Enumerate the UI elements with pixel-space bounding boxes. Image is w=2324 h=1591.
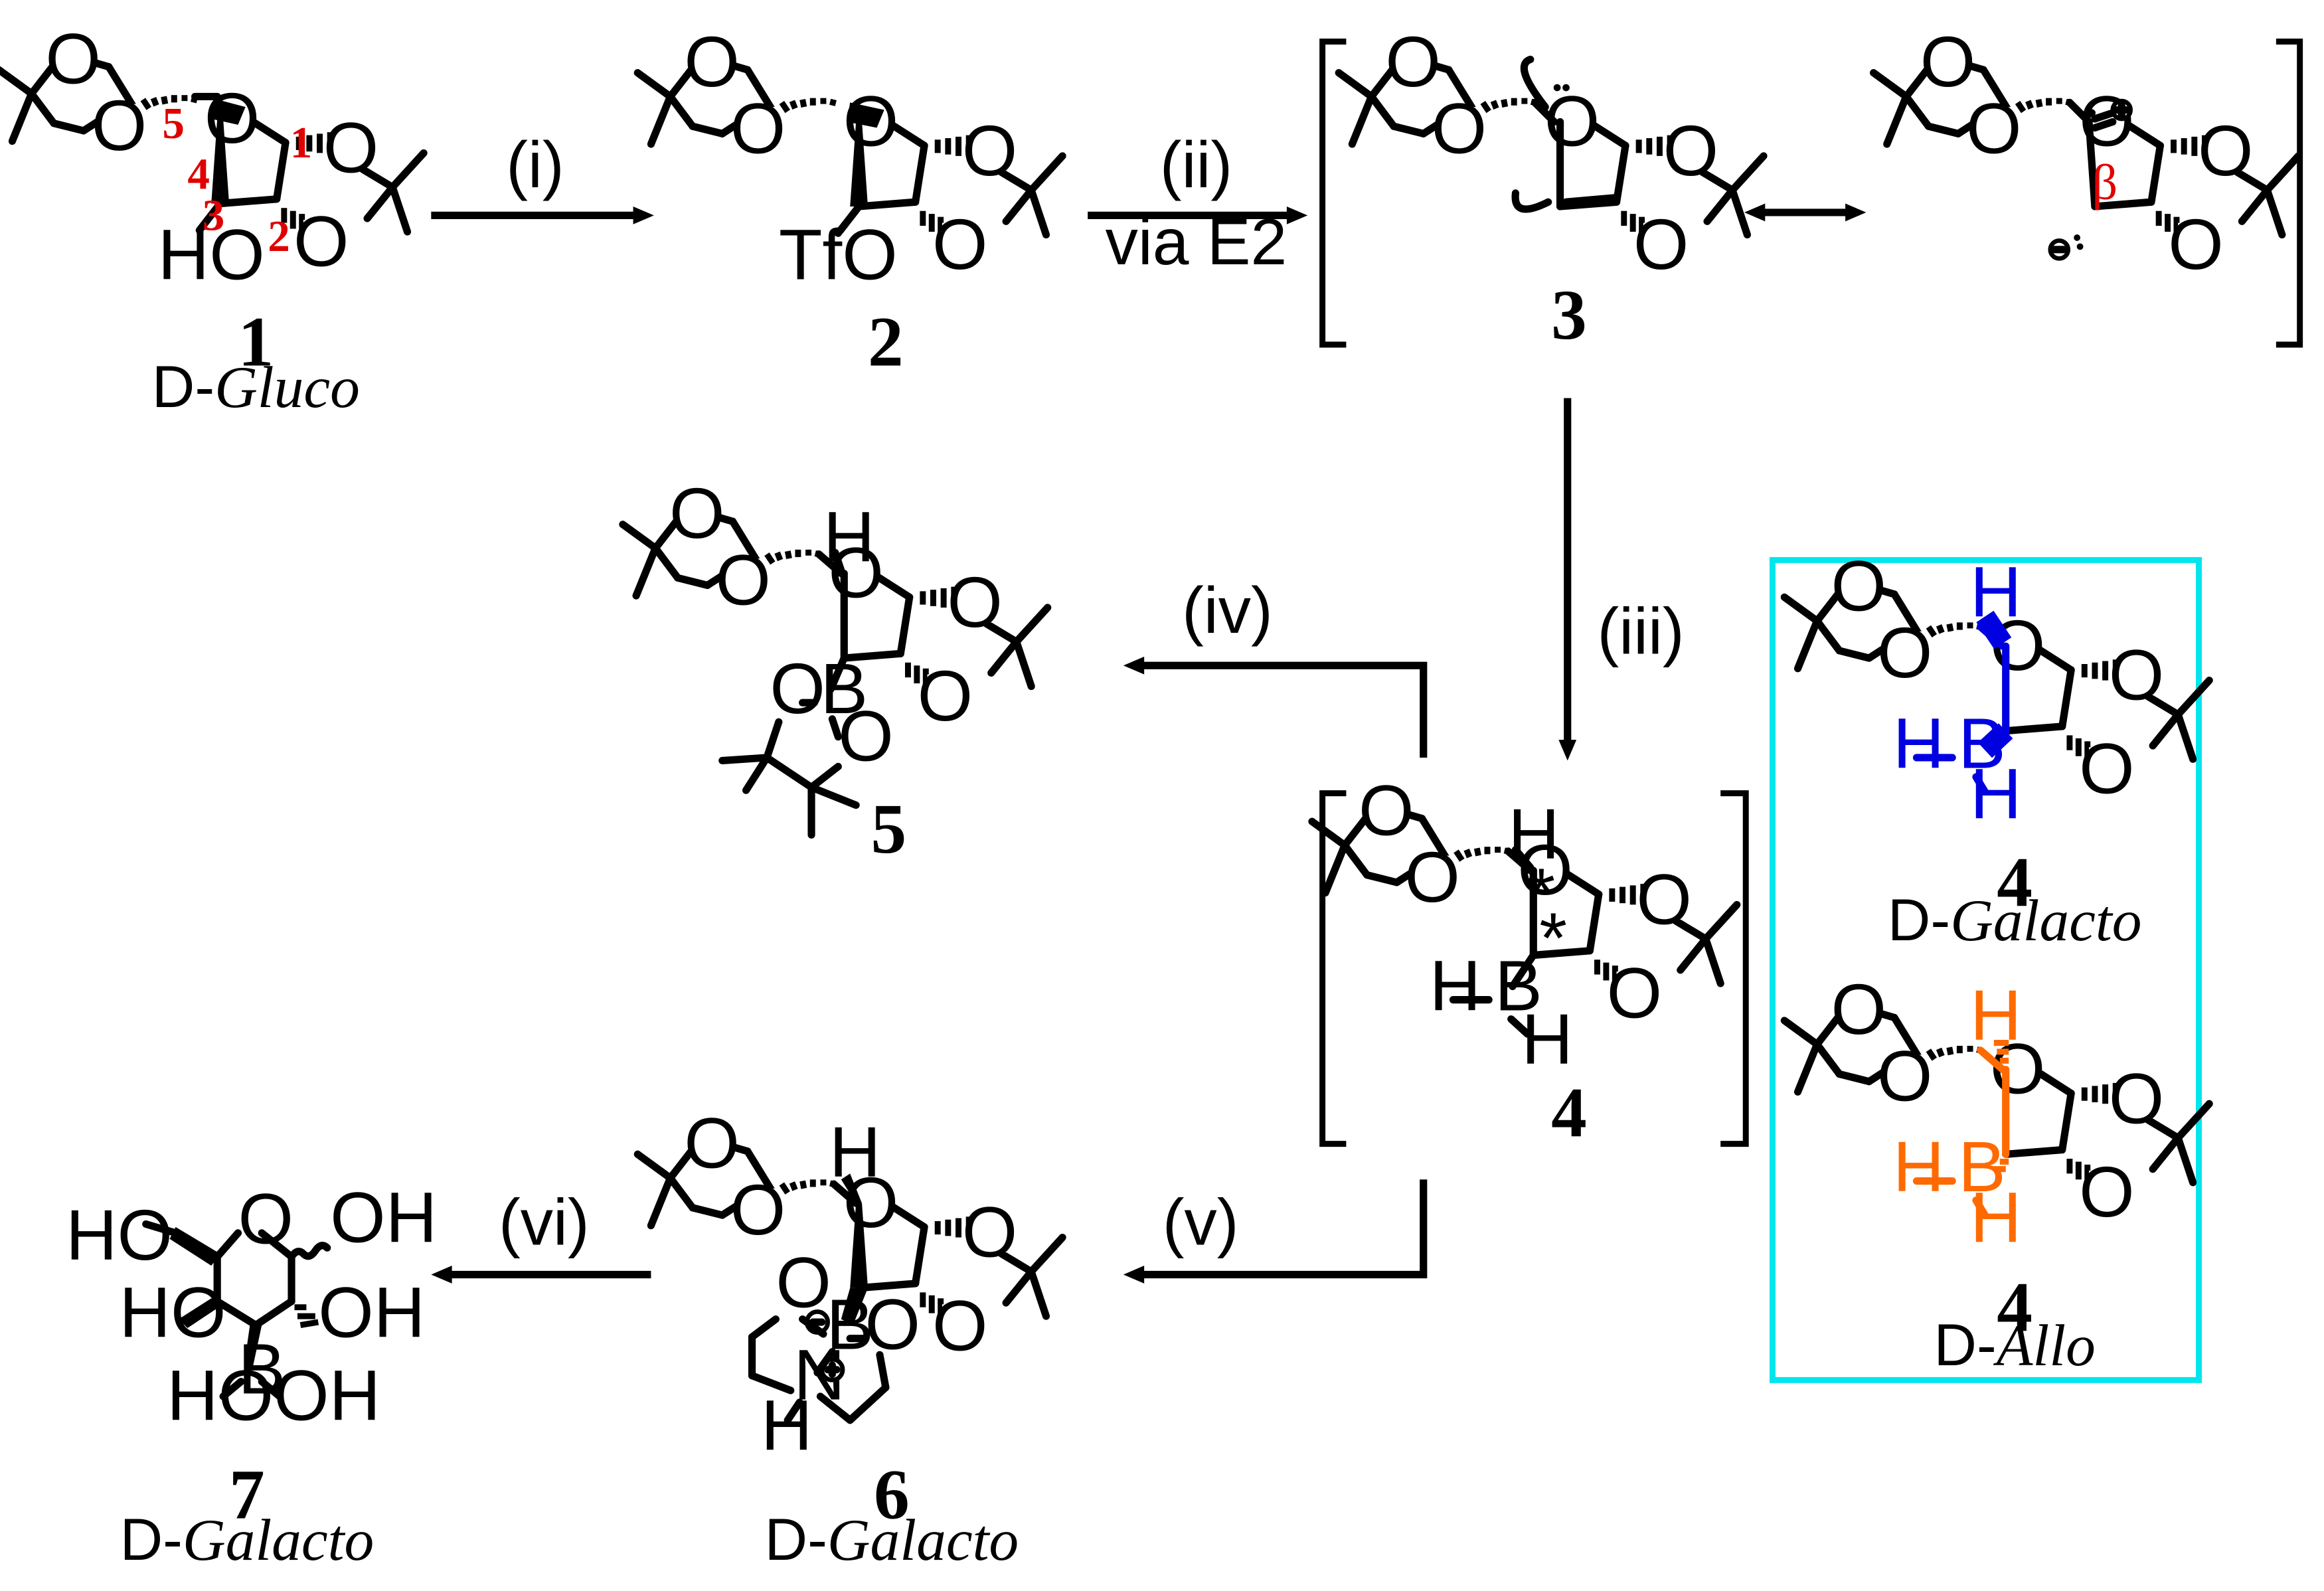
reagent-step-iii: (iii) [1597, 594, 1684, 667]
carbon-number-4: 4 [187, 149, 210, 199]
compound-2: TfO [637, 22, 1062, 295]
lone-pair-dot [1562, 84, 1570, 92]
hydroxyl-label: OH [318, 1272, 425, 1352]
bracket-left-4 [1319, 790, 1347, 1147]
stereocenter-star: * [1527, 854, 1555, 934]
compound-4-allo: H B H H [1784, 969, 2209, 1257]
compound-label-2: 2 [868, 302, 904, 381]
compound-3-resonance: β [1874, 22, 2299, 284]
compound-label-4-galacto: 4 [1997, 843, 2033, 922]
bracket-left-3 [1319, 39, 1347, 348]
compound-label-6: 6 [874, 1455, 910, 1534]
config-label-1: D-Gluco [152, 353, 360, 420]
hydrogen-label: H [1430, 946, 1481, 1025]
arrow-step-iv [1141, 661, 1428, 758]
hydrogen-label: H [1970, 754, 2022, 834]
atom-o: O [238, 1179, 293, 1259]
anomeric-wavy-bond [288, 1242, 331, 1261]
curved-arrow-2 [1511, 189, 1552, 213]
reagent-step-ii: (ii) [1160, 128, 1232, 201]
triflate-label: TfO [779, 215, 898, 295]
stereocenter-star: * [1539, 898, 1567, 978]
atom-o: O [770, 649, 825, 728]
lone-pair-dot [2076, 243, 2084, 250]
compound-label-7: 7 [229, 1455, 265, 1534]
hydrogen-label: H [823, 497, 875, 577]
reagent-step-iv: (iv) [1182, 574, 1273, 647]
carbon-number-3: 3 [203, 191, 225, 240]
hydroxyl-label: HO [120, 1272, 226, 1352]
config-label-6: D-Galacto [765, 1506, 1019, 1573]
carbon-number-1: 1 [290, 118, 313, 167]
arrow-step-v [1141, 1179, 1428, 1279]
hydrogen-label: H [1970, 975, 2022, 1055]
atom-o: O [776, 1243, 831, 1323]
config-label-7: D-Galacto [120, 1506, 374, 1573]
hydrogen-label: H [1970, 1177, 2022, 1257]
reagent-step-v: (v) [1163, 1186, 1239, 1259]
compound-label-3: 3 [1551, 276, 1587, 355]
compound-7: O HO OH HO OH B HO OH [66, 1177, 437, 1435]
compound-5: H B O O [623, 473, 1048, 839]
boron-label: B [1958, 1127, 2006, 1207]
reagent-step-vi: (vi) [499, 1186, 590, 1259]
reagent-step-i: (i) [506, 128, 564, 201]
hydroxyl-label: HO [167, 1356, 274, 1436]
carbon-number-5: 5 [162, 98, 185, 148]
boron-label: B [238, 1329, 286, 1408]
stereo-comparison-box [1769, 556, 2202, 1383]
compound-label-1: 1 [238, 302, 274, 381]
reagent-note-ii: via E2 [1106, 205, 1287, 278]
hydrogen-label: H [1508, 794, 1560, 874]
hydrogen-label: H [1893, 1127, 1945, 1207]
curved-arrow-1 [1520, 55, 1549, 111]
compound-4: H B H H * * [1312, 770, 1737, 1079]
boron-label: B [1958, 704, 2006, 784]
compound-1: HO 5 4 3 2 1 [0, 19, 424, 295]
hydroxyl-label: HO [66, 1195, 173, 1275]
hydrogen-label: H [829, 1112, 881, 1192]
compound-4-galacto: H B H H [1784, 546, 2209, 834]
hydrogen-label: H [761, 1385, 813, 1465]
boron-label: B [1495, 946, 1542, 1025]
hydrogen-label: H [1521, 999, 1573, 1079]
compound-label-4: 4 [1551, 1073, 1587, 1152]
bracket-right-3 [2276, 39, 2303, 348]
hydrogen-label: H [1970, 552, 2022, 631]
atom-o: O [838, 696, 894, 776]
compound-label-5: 5 [871, 790, 907, 869]
compound-3-enol [1339, 22, 1764, 284]
bracket-right-4 [1720, 790, 1749, 1147]
beta-label: β [2092, 155, 2117, 210]
hydroxyl-label: OH [274, 1356, 380, 1436]
hydrogen-label: H [1893, 704, 1945, 784]
compound-6: H B O O N H [637, 1103, 1062, 1465]
config-label-4-allo: D-Allo [1934, 1311, 2096, 1379]
lone-pair-dot [2074, 234, 2081, 241]
lone-pair-dot [1553, 84, 1561, 92]
config-label-4-galacto: D-Galacto [1888, 886, 2142, 954]
hydroxyl-label: HO [158, 215, 265, 295]
atom-o: O [865, 1284, 921, 1364]
carbon-number-2: 2 [268, 211, 290, 261]
compound-label-4-allo: 4 [1997, 1268, 2033, 1347]
boron-label: B [820, 649, 868, 728]
hydroxyl-label: OH [330, 1177, 437, 1257]
